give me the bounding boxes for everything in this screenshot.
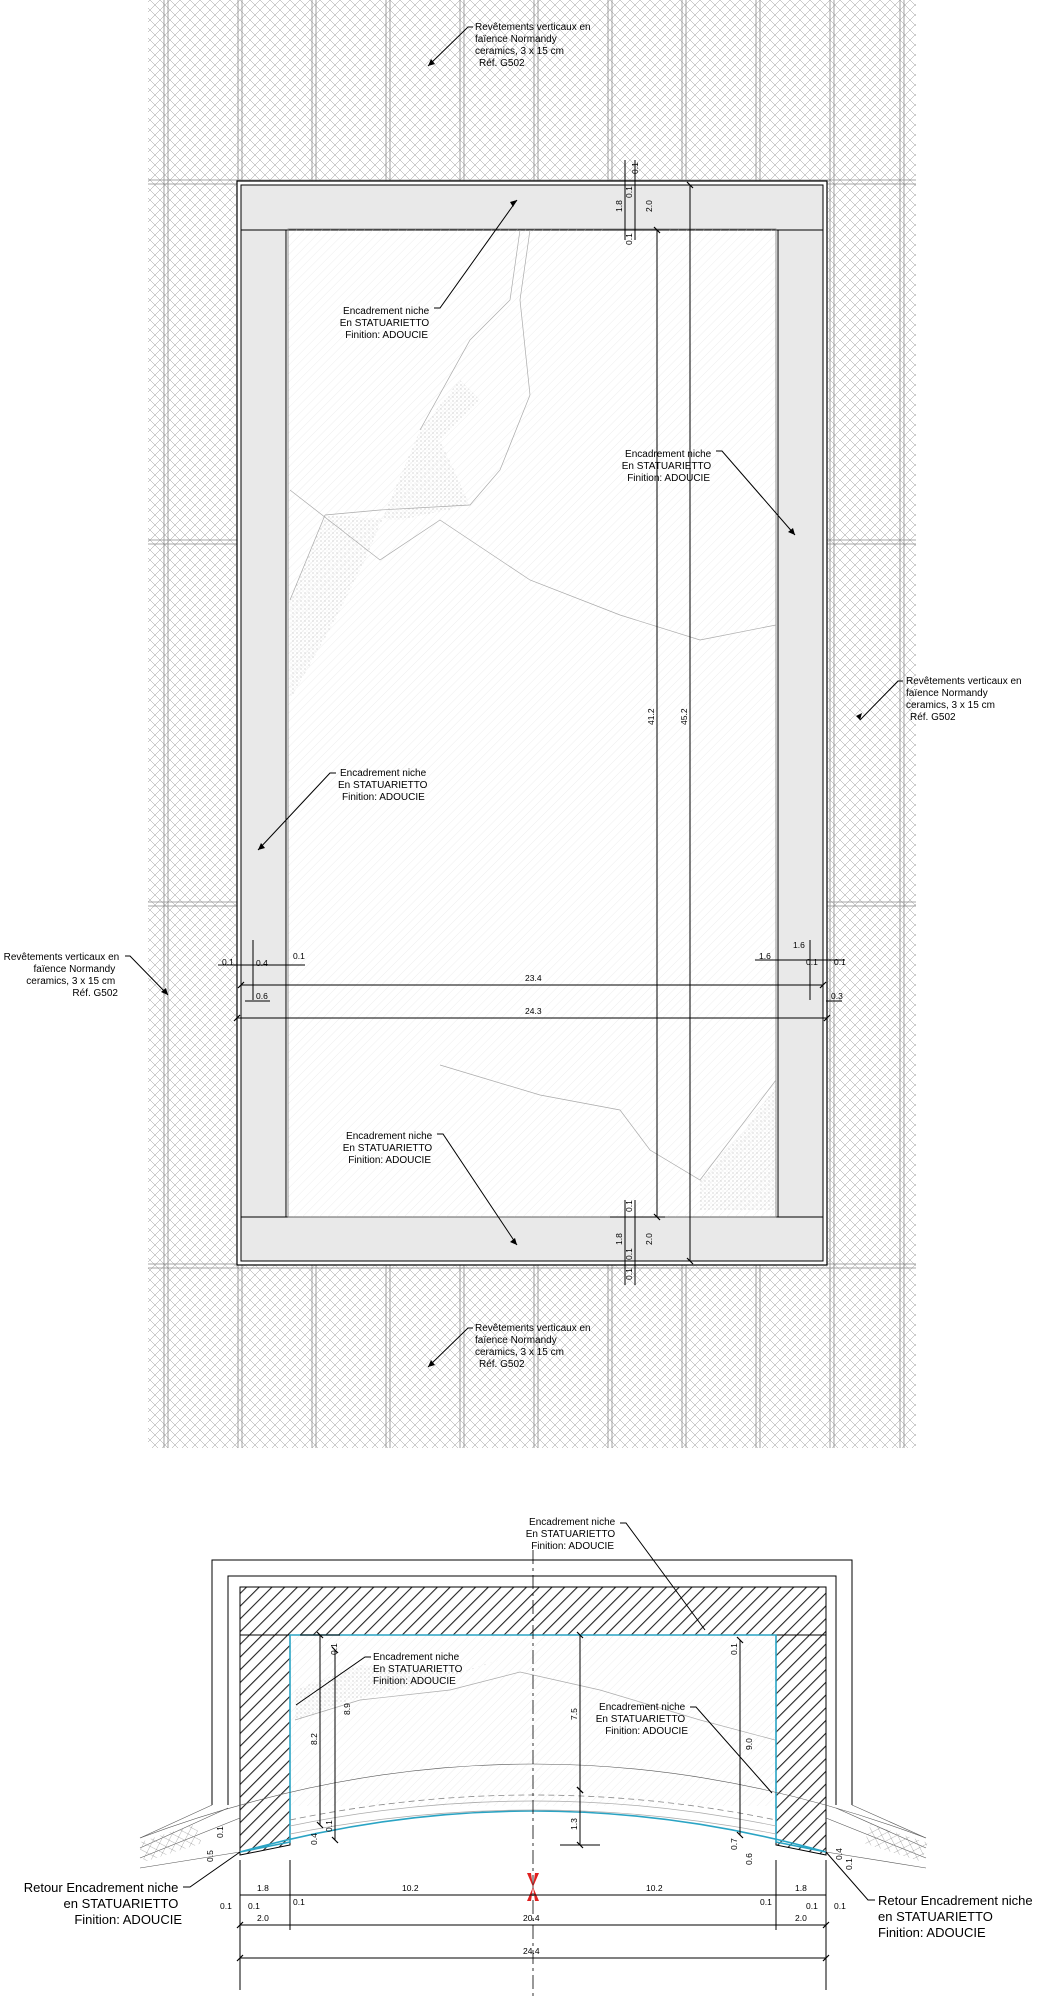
dim-right-0-3: 0.3 — [831, 991, 843, 1001]
dim-0-1-top-left: 0.1 — [329, 1643, 339, 1655]
axis-symbol — [527, 1873, 539, 1901]
label-section-frame-top: Encadrement niche En STATUARIETTO Finiti… — [526, 1517, 618, 1552]
section-vertical-dims: 0.1 8.9 8.2 0.4 0.1 7.5 1.3 0.1 9.0 0.7 … — [205, 1631, 854, 1870]
dim-2-0-right: 2.0 — [795, 1913, 807, 1923]
dim-right-1-6-a: 1.6 — [759, 951, 771, 961]
dim-45-2: 45.2 — [679, 708, 689, 725]
dim-0-1-left: 0.1 — [324, 1820, 334, 1832]
dim-0-1-c: 0.1 — [293, 1897, 305, 1907]
section-left-wall — [239, 1634, 291, 1856]
marble-veining — [289, 229, 777, 1210]
elevation-leaders — [125, 26, 903, 1368]
dim-right-0-1-a: 0.1 — [806, 957, 818, 967]
dim-24-3: 24.3 — [525, 1006, 542, 1016]
dim-left-0-1-b: 0.1 — [293, 951, 305, 961]
label-tiles-bottom: Revêtements verticaux en faïence Normand… — [475, 1323, 593, 1370]
label-frame-right: Encadrement niche En STATUARIETTO Finiti… — [622, 449, 714, 484]
wall-outline-inner — [227, 1575, 837, 1805]
label-section-frame-right: Encadrement niche En STATUARIETTO Finiti… — [596, 1702, 689, 1737]
frame-top-band — [240, 184, 824, 231]
label-frame-bottom: Encadrement niche En STATUARIETTO Finiti… — [343, 1131, 435, 1166]
elevation-view: 41.2 45.2 0.1 1.8 0.1 0.1 2.0 0.1 1.8 0.… — [4, 0, 1024, 1448]
dim-top-0-1-c: 0.1 — [624, 233, 634, 245]
dim-top-0-1-b: 0.1 — [624, 186, 634, 198]
label-tiles-top: Revêtements verticaux en faïence Normand… — [475, 22, 593, 69]
dim-1-8-right: 1.8 — [795, 1883, 807, 1893]
dim-9-0: 9.0 — [744, 1738, 754, 1750]
section-veining — [294, 1660, 776, 1741]
dim-24-4: 24.4 — [523, 1946, 540, 1956]
dim-left-edge-0-1: 0.1 — [215, 1826, 225, 1838]
label-retour-right: Retour Encadrement niche en STATUARIETTO… — [878, 1893, 1036, 1940]
horizontal-dimensions: 23.4 24.3 0.1 0.4 0.1 0.6 1.6 1.6 0.1 0.… — [218, 940, 846, 1025]
label-tiles-left: Revêtements verticaux en faïence Normand… — [4, 952, 122, 999]
dim-left-edge-0-5: 0.5 — [205, 1850, 215, 1862]
frame-outline-cyan — [239, 1634, 827, 1853]
label-frame-left: Encadrement niche En STATUARIETTO Finiti… — [338, 768, 430, 803]
dim-0-7: 0.7 — [729, 1838, 739, 1850]
dim-right-1-6-b: 1.6 — [793, 940, 805, 950]
dim-right-edge-0-4: 0.4 — [834, 1848, 844, 1860]
dim-0-1-top-right: 0.1 — [729, 1643, 739, 1655]
dim-left-0-6: 0.6 — [256, 991, 268, 1001]
dim-right-0-1-b: 0.1 — [834, 957, 846, 967]
dim-10-2-left: 10.2 — [402, 1883, 419, 1893]
label-retour-left: Retour Encadrement niche en STATUARIETTO… — [24, 1880, 183, 1927]
dim-0-6: 0.6 — [744, 1853, 754, 1865]
dim-left-0-1: 0.1 — [222, 957, 234, 967]
section-leaders — [183, 1522, 875, 1901]
frame-bottom-band — [240, 1216, 824, 1262]
dim-41-2: 41.2 — [646, 708, 656, 725]
dim-0-1-f: 0.1 — [834, 1901, 846, 1911]
niche-back-panel — [287, 228, 777, 1218]
section-view: 0.1 8.9 8.2 0.4 0.1 7.5 1.3 0.1 9.0 0.7 … — [24, 1517, 1036, 2000]
dim-top-2-0: 2.0 — [644, 200, 654, 212]
frame-left-jamb — [240, 229, 287, 1218]
dim-bot-0-1-b: 0.1 — [624, 1248, 634, 1260]
wall-outline-outer — [211, 1559, 853, 1805]
dim-left-0-4: 0.4 — [256, 958, 268, 968]
label-section-frame-left: Encadrement niche En STATUARIETTO Finiti… — [373, 1652, 465, 1687]
section-right-wall — [775, 1634, 827, 1856]
dim-1-8-left: 1.8 — [257, 1883, 269, 1893]
dim-0-4-left: 0.4 — [309, 1833, 319, 1845]
dim-23-4: 23.4 — [525, 973, 542, 983]
dim-7-5: 7.5 — [569, 1708, 579, 1720]
section-horizontal-dims: 1.8 10.2 10.2 1.8 0.1 0.1 0.1 0.1 0.1 0.… — [220, 1860, 846, 1990]
label-tiles-right: Revêtements verticaux en faïence Normand… — [906, 676, 1024, 723]
dim-0-1-d: 0.1 — [760, 1897, 772, 1907]
dim-10-2-right: 10.2 — [646, 1883, 663, 1893]
dim-20-4: 20.4 — [523, 1913, 540, 1923]
dim-2-0-left: 2.0 — [257, 1913, 269, 1923]
vertical-dimensions: 41.2 45.2 0.1 1.8 0.1 0.1 2.0 0.1 1.8 0.… — [610, 160, 700, 1285]
dim-0-1-b: 0.1 — [248, 1901, 260, 1911]
dim-top-0-1-a: 0.1 — [630, 162, 640, 174]
dim-0-1-e: 0.1 — [806, 1901, 818, 1911]
dim-top-1-8: 1.8 — [614, 200, 624, 212]
dim-1-3: 1.3 — [569, 1818, 579, 1830]
dim-bot-1-8: 1.8 — [614, 1233, 624, 1245]
frame-right-jamb — [777, 229, 824, 1218]
dim-bot-0-1-a: 0.1 — [624, 1200, 634, 1212]
dim-bot-2-0: 2.0 — [644, 1233, 654, 1245]
dim-0-1-a: 0.1 — [220, 1901, 232, 1911]
dim-bot-0-1-c: 0.1 — [624, 1268, 634, 1280]
label-frame-top: Encadrement niche En STATUARIETTO Finiti… — [340, 306, 432, 341]
dim-right-edge-0-1: 0.1 — [844, 1858, 854, 1870]
dim-8-2: 8.2 — [309, 1733, 319, 1745]
dim-8-9: 8.9 — [342, 1703, 352, 1715]
arc-front-line — [139, 1763, 927, 1839]
